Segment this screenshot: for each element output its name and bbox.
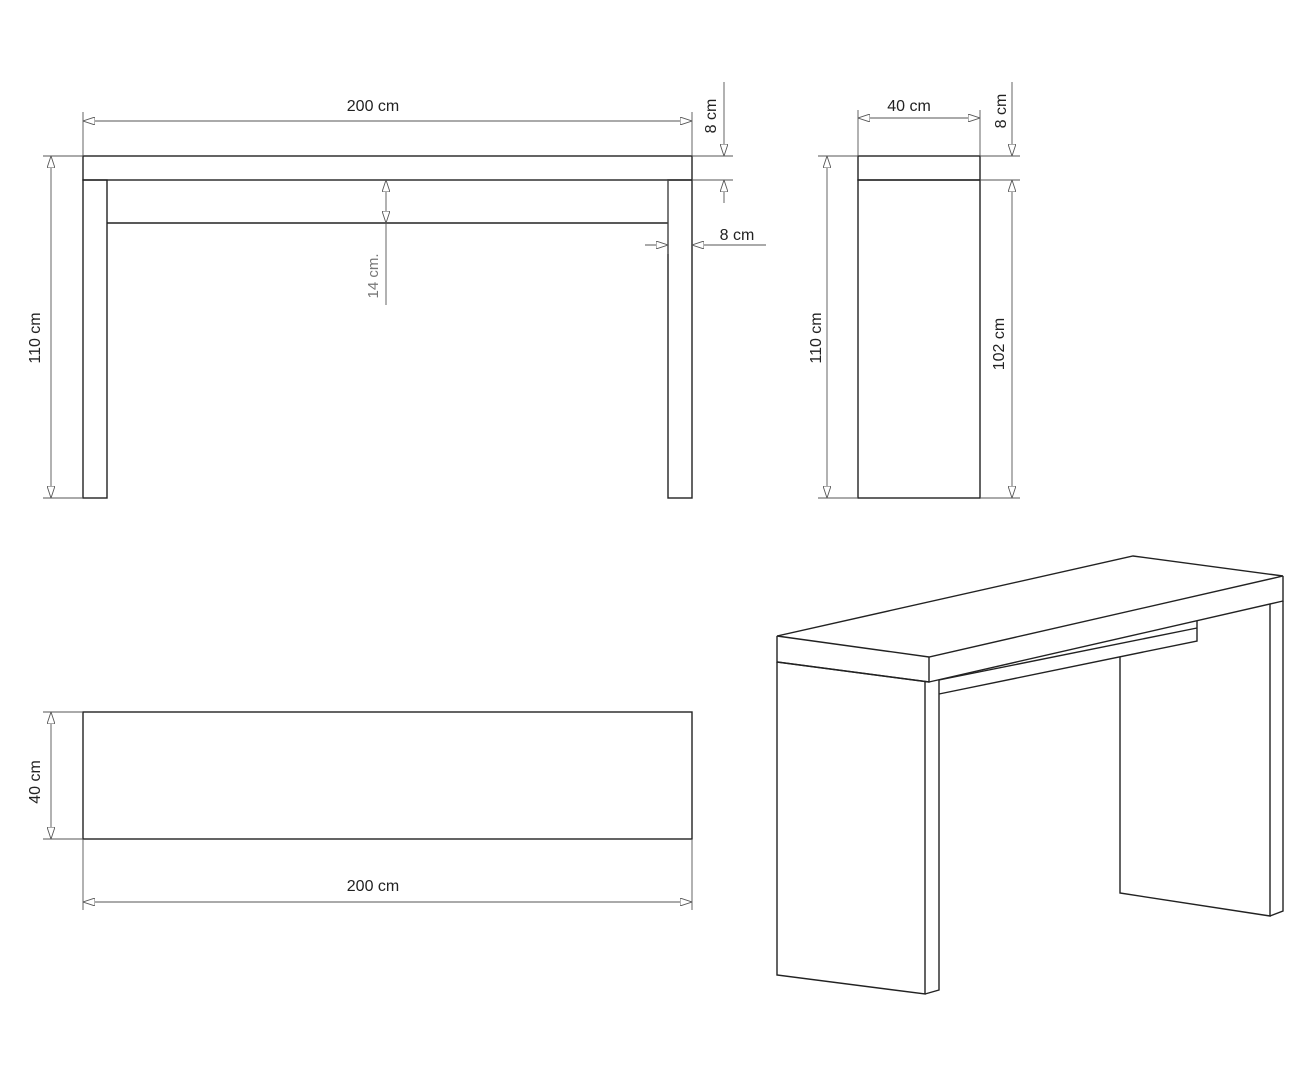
iso-top-front-edge <box>776 636 930 683</box>
side-top-thickness-dimension: 8 cm <box>980 82 1020 203</box>
front-apron-dimension: 14 cm. <box>365 181 386 305</box>
side-depth-label: 40 cm <box>887 98 931 115</box>
front-leg-thickness-dimension: 8 cm <box>645 180 766 254</box>
front-left-leg <box>82 179 108 499</box>
front-top-thickness-dimension: 8 cm <box>692 82 733 203</box>
iso-right-leg-face <box>1119 604 1271 917</box>
top-width-label: 200 cm <box>347 878 399 895</box>
side-view: 40 cm 8 cm 110 cm 102 cm <box>808 82 1020 499</box>
top-depth-label: 40 cm <box>27 760 44 804</box>
iso-left-leg-face <box>776 662 926 995</box>
front-width-dimension: 200 cm <box>82 98 693 156</box>
front-top-thickness-label: 8 cm <box>703 99 720 134</box>
top-view-outline <box>82 711 693 840</box>
isometric-view <box>776 555 1284 995</box>
side-top-thickness-label: 8 cm <box>993 94 1010 129</box>
front-right-leg <box>667 179 693 499</box>
iso-right-leg-edge <box>1269 601 1284 917</box>
side-leg-height-label: 102 cm <box>991 318 1008 370</box>
front-width-label: 200 cm <box>347 98 399 115</box>
side-height-label: 110 cm <box>808 312 825 363</box>
side-leg-height-dimension: 102 cm <box>980 203 1020 499</box>
front-leg-thickness-label: 8 cm <box>720 227 755 244</box>
top-width-dimension: 200 cm <box>82 839 693 910</box>
front-apron-label: 14 cm. <box>365 253 382 298</box>
iso-top-underside <box>776 661 930 683</box>
iso-left-leg-edge <box>924 680 940 995</box>
front-tabletop <box>82 155 693 181</box>
side-leg-panel <box>857 179 981 499</box>
top-depth-dimension: 40 cm <box>27 711 83 840</box>
front-height-label: 110 cm <box>27 312 44 363</box>
side-depth-dimension: 40 cm <box>857 98 981 156</box>
iso-top-right-edge <box>928 576 1284 683</box>
front-view: 200 cm 110 cm 8 cm 8 cm 14 c <box>27 82 766 499</box>
side-height-dimension: 110 cm <box>808 155 858 499</box>
top-view: 40 cm 200 cm <box>27 711 693 910</box>
iso-apron <box>938 621 1198 695</box>
iso-top-surface <box>776 555 1284 658</box>
iso-apron-top <box>938 627 1198 681</box>
side-tabletop <box>857 155 981 181</box>
front-height-dimension: 110 cm <box>27 155 83 499</box>
